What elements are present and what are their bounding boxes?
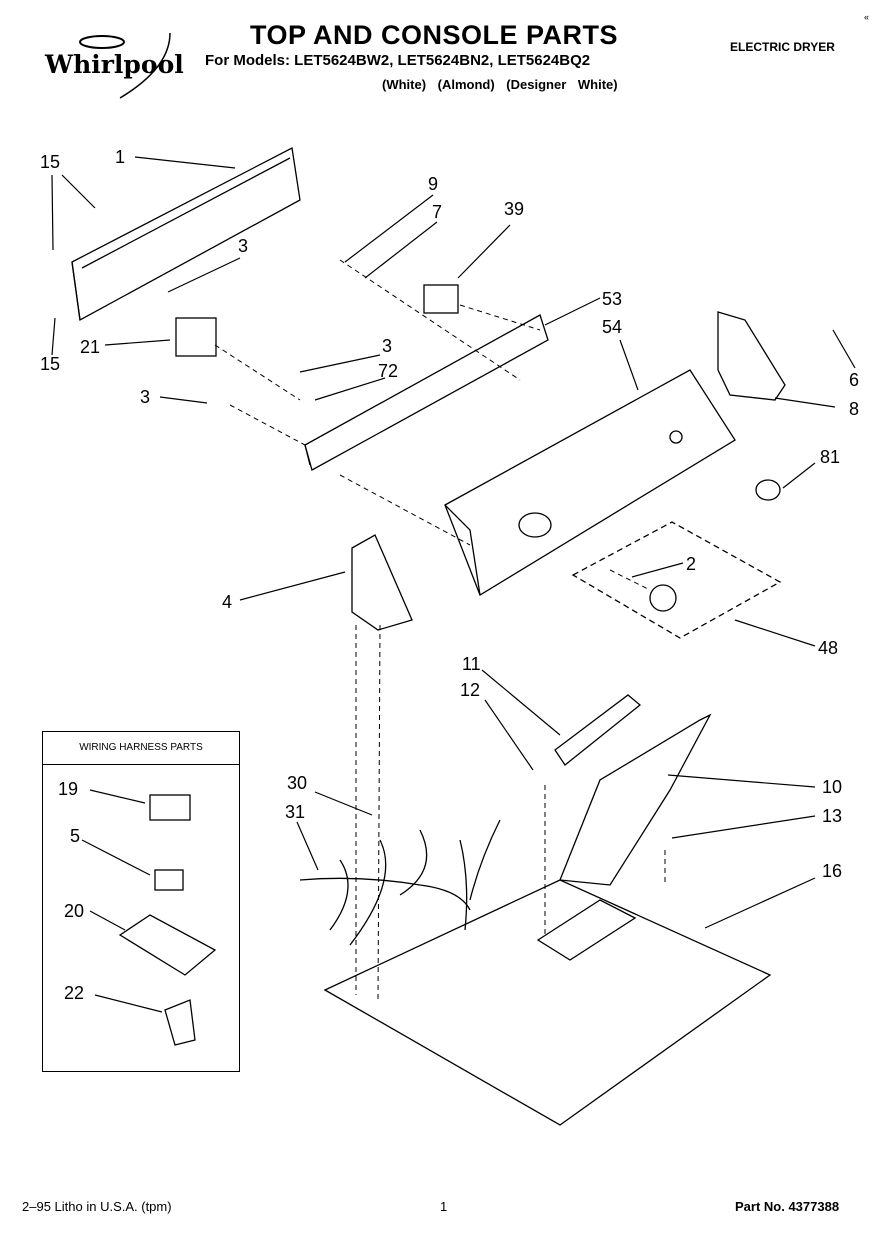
whirlpool-logo <box>40 28 190 108</box>
callout-3-a: 3 <box>238 236 249 256</box>
callout-31: 31 <box>285 802 306 822</box>
part-10-cover <box>559 713 712 886</box>
part-4-endcap <box>351 534 413 631</box>
callout-39: 39 <box>504 199 525 219</box>
part-1-bracket <box>71 147 301 322</box>
callout-4: 4 <box>222 592 233 612</box>
callout-15-top: 15 <box>40 152 61 172</box>
callout-30: 30 <box>287 773 308 793</box>
part-19-clip <box>149 794 191 821</box>
model-list: For Models: LET5624BW2, LET5624BN2, LET5… <box>205 52 591 69</box>
part-number: Part No. 4377388 <box>735 1199 840 1214</box>
callout-8: 8 <box>849 399 860 419</box>
callout-15-bottom: 15 <box>40 354 61 374</box>
part-21-timer <box>175 317 217 357</box>
callout-16: 16 <box>822 861 843 881</box>
callout-5: 5 <box>70 826 81 846</box>
callout-12: 12 <box>460 680 481 700</box>
part-54-console <box>444 369 736 596</box>
part-8-endcap <box>717 311 786 401</box>
part-11-screen <box>554 694 642 766</box>
callout-3-c: 3 <box>140 387 151 407</box>
callout-21: 21 <box>80 337 101 357</box>
callout-54: 54 <box>602 317 623 337</box>
callout-6: 6 <box>849 370 860 390</box>
callout-48: 48 <box>818 638 839 658</box>
part-5-connector <box>154 869 184 891</box>
callout-10: 10 <box>822 777 843 797</box>
part-22-clip <box>164 999 196 1046</box>
part-48-knob <box>649 584 677 612</box>
page-number: 1 <box>440 1199 448 1214</box>
callout-1: 1 <box>115 147 126 167</box>
callout-2: 2 <box>686 554 697 574</box>
callout-11: 11 <box>462 654 481 674</box>
part-31-harness <box>299 819 501 946</box>
litho-note: 2–95 Litho in U.S.A. (tpm) <box>22 1199 172 1214</box>
callout-22: 22 <box>64 983 85 1003</box>
part-81-knob <box>755 479 781 501</box>
callout-20: 20 <box>64 901 85 921</box>
part-39-switch <box>423 284 459 314</box>
part-53-panel <box>304 314 549 471</box>
wiring-harness-box <box>42 731 240 1072</box>
color-variants: (White) (Almond) (Designer White) <box>382 77 618 92</box>
part-48-area <box>571 521 782 639</box>
product-type: ELECTRIC DRYER <box>730 40 835 54</box>
part-20-block <box>118 914 217 976</box>
callout-9: 9 <box>428 174 439 194</box>
callout-19: 19 <box>58 779 79 799</box>
page-title: TOP AND CONSOLE PARTS <box>250 20 619 50</box>
callout-3-b: 3 <box>382 336 393 356</box>
callout-72: 72 <box>378 361 399 381</box>
part-16-top <box>323 879 772 1126</box>
callout-81: 81 <box>820 447 841 467</box>
callout-53: 53 <box>602 289 623 309</box>
wiring-harness-title: WIRING HARNESS PARTS <box>42 731 240 765</box>
callout-7: 7 <box>432 202 443 222</box>
corner-mark: « <box>864 12 870 22</box>
callout-13: 13 <box>822 806 843 826</box>
brand-name: Whirlpool <box>45 50 184 79</box>
